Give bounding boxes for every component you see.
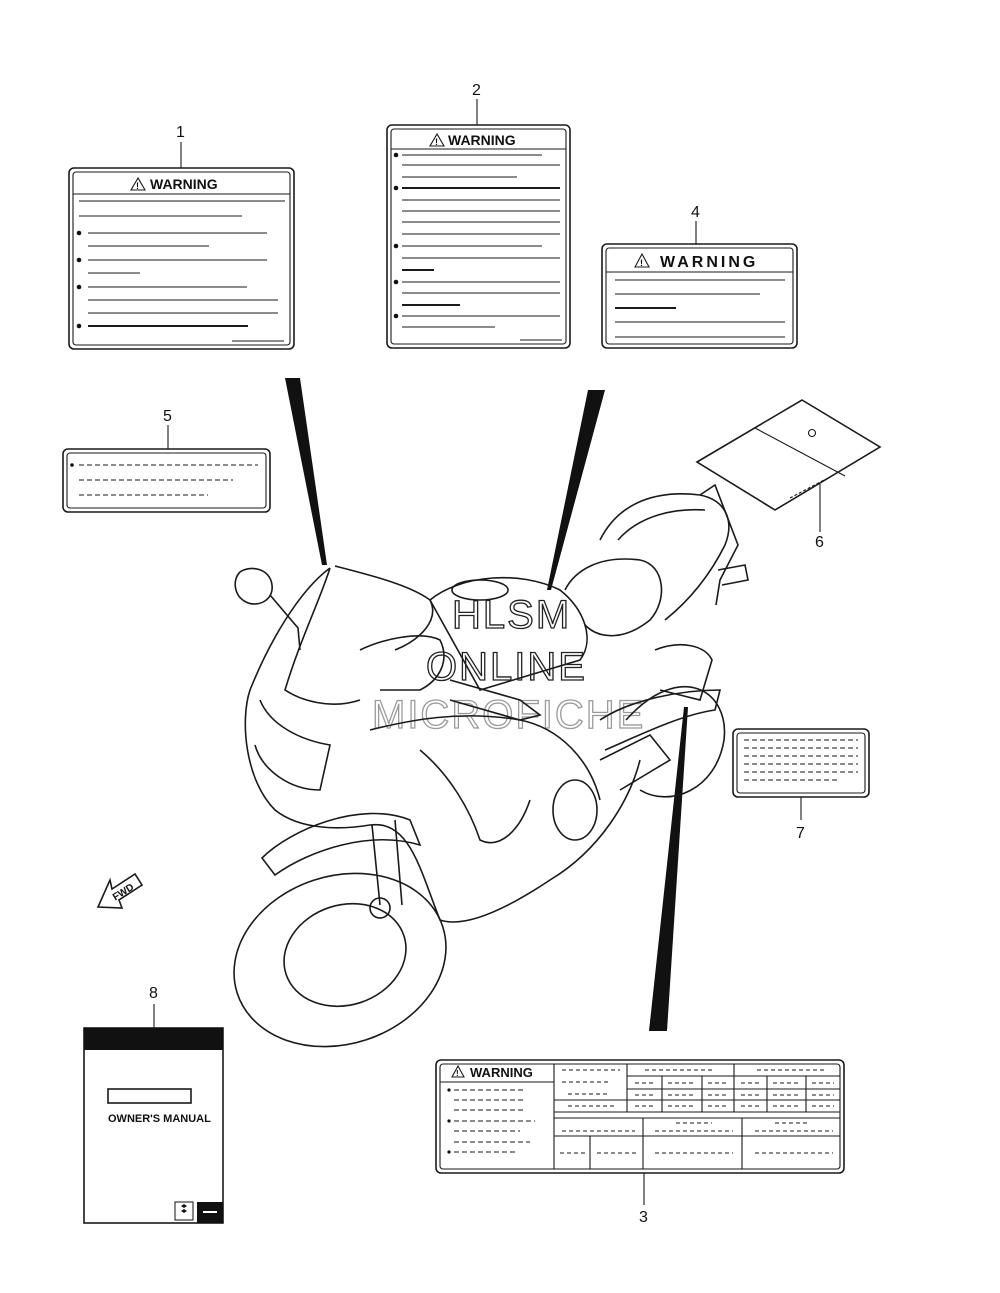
motorcycle-illustration bbox=[233, 483, 749, 1048]
pointer-wedge-label-2 bbox=[547, 390, 605, 590]
watermark-line-1: HLSM bbox=[452, 593, 571, 637]
label-5-sticker[interactable]: 5 bbox=[62, 408, 271, 513]
svg-text:!: ! bbox=[640, 258, 643, 268]
manual-title-box bbox=[107, 1088, 192, 1104]
label-7-sticker[interactable]: 7 bbox=[732, 728, 870, 842]
pointer-wedge-label-3 bbox=[649, 707, 688, 1031]
label-5-outline bbox=[62, 448, 271, 513]
warning-triangle-icon: ! bbox=[429, 132, 445, 147]
label-2-outline bbox=[386, 124, 571, 349]
forward-direction-arrow-icon: FWD bbox=[96, 872, 144, 909]
label-1-warning-sticker[interactable]: 1 ! WARNING bbox=[68, 124, 295, 350]
label-3-warning-text: WARNING bbox=[470, 1065, 533, 1080]
fwd-text: FWD bbox=[111, 882, 136, 903]
callout-number-1: 1 bbox=[176, 124, 185, 141]
warning-triangle-icon: ! bbox=[451, 1064, 465, 1078]
watermark-line-2: ONLINE bbox=[426, 645, 587, 689]
svg-text:!: ! bbox=[435, 137, 438, 147]
warning-triangle-icon: ! bbox=[130, 176, 146, 191]
label-3-warning-sticker[interactable]: ! WARNING bbox=[435, 1059, 845, 1226]
manual-title: OWNER'S MANUAL bbox=[108, 1113, 211, 1125]
callout-number-2: 2 bbox=[472, 82, 481, 99]
manual-cover bbox=[83, 1027, 224, 1224]
pointer-wedge-label-1 bbox=[285, 378, 327, 565]
label-7-outline bbox=[732, 728, 870, 798]
label-2-warning-text: WARNING bbox=[448, 132, 516, 148]
callout-number-8: 8 bbox=[149, 985, 158, 1002]
label-1-outline bbox=[68, 167, 295, 350]
watermark: HLSM ONLINE MICROFICHE bbox=[371, 592, 645, 737]
watermark-line-3: MICROFICHE bbox=[372, 693, 645, 737]
label-1-warning-text: WARNING bbox=[150, 176, 218, 192]
manual-header-band bbox=[84, 1028, 223, 1050]
label-4-warning-sticker[interactable]: 4 ! WARNING bbox=[601, 204, 798, 349]
label-4-warning-text: WARNING bbox=[660, 254, 758, 271]
svg-text:!: ! bbox=[136, 181, 139, 191]
warning-triangle-icon: ! bbox=[634, 252, 650, 268]
callout-number-5: 5 bbox=[163, 408, 172, 425]
label-2-warning-sticker[interactable]: 2 ! WARNING bbox=[386, 82, 571, 349]
callout-number-7: 7 bbox=[796, 825, 805, 842]
label-4-outline bbox=[601, 243, 798, 349]
callout-number-6: 6 bbox=[815, 534, 824, 551]
callout-number-3: 3 bbox=[639, 1209, 648, 1226]
label-3-outline bbox=[435, 1059, 845, 1174]
label-6-outline bbox=[695, 399, 882, 511]
brand-logo-icon bbox=[174, 1201, 194, 1221]
svg-text:!: ! bbox=[456, 1069, 459, 1078]
label-6-tag[interactable]: 6 bbox=[695, 399, 882, 551]
callout-number-4: 4 bbox=[691, 204, 700, 221]
item-8-owners-manual[interactable]: 8 OWNER'S MANUAL bbox=[83, 985, 224, 1224]
